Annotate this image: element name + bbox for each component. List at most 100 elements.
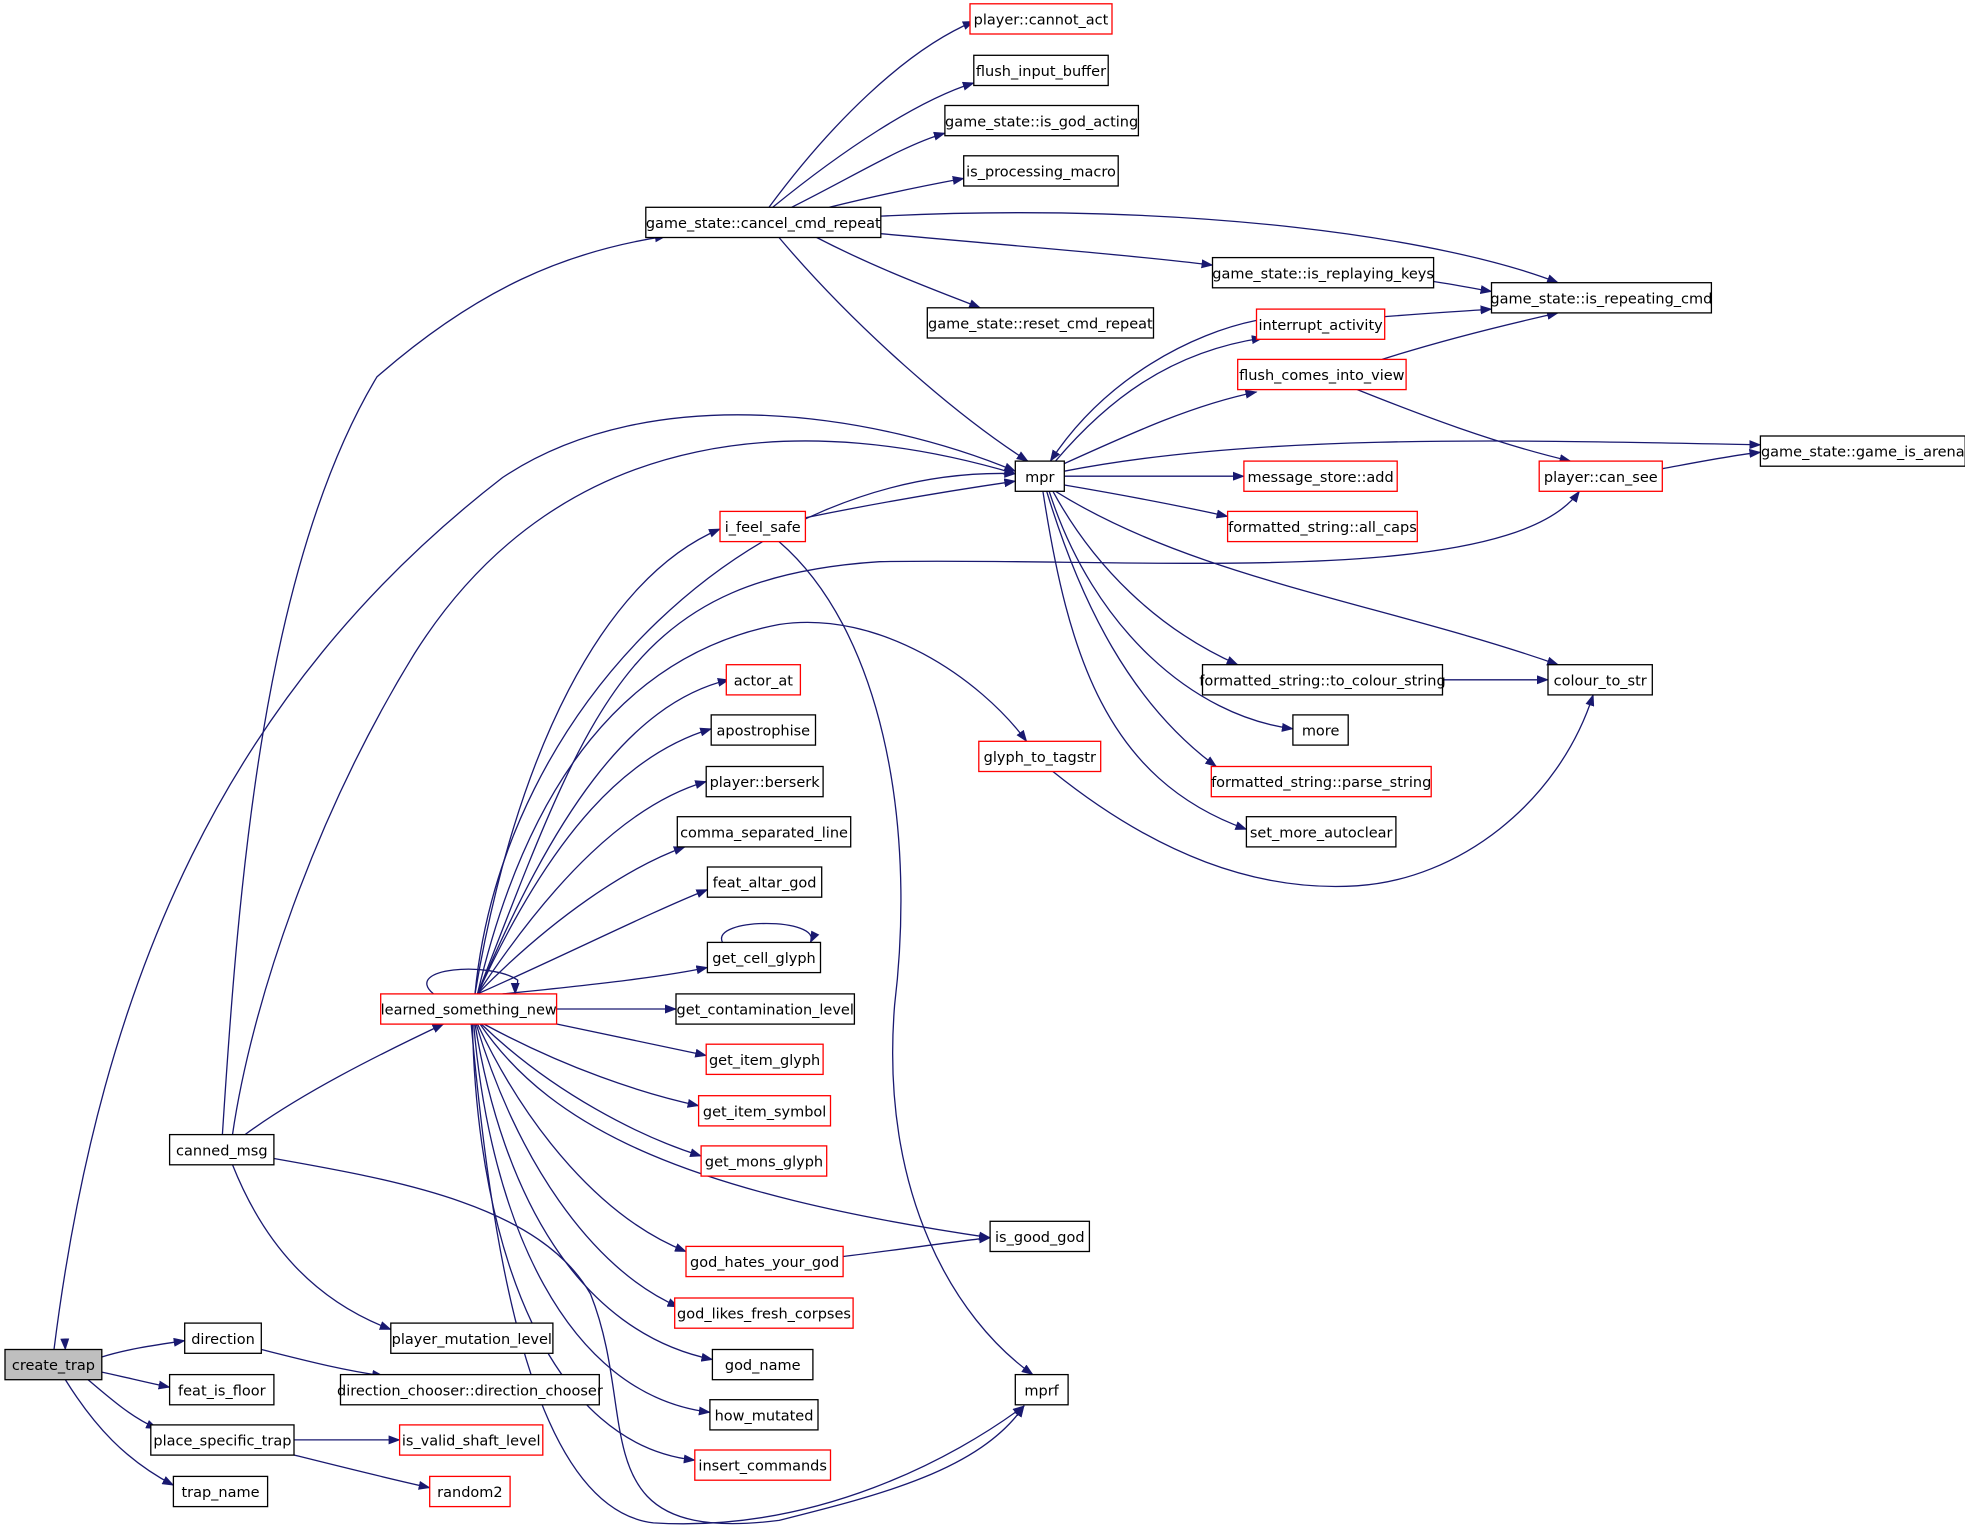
node-apostrophise[interactable]: apostrophise (710, 714, 817, 746)
node-is-processing-macro[interactable]: is_processing_macro (963, 155, 1119, 187)
node-god-hates-your-god[interactable]: god_hates_your_god (685, 1245, 844, 1278)
node-feat-is-floor[interactable]: feat_is_floor (168, 1373, 275, 1406)
edge-mpr-to-interrupt_activity (1055, 335, 1264, 462)
node-game-state-is-replaying-keys[interactable]: game_state::is_replaying_keys (1211, 256, 1435, 289)
node-box (1014, 1373, 1069, 1406)
node-label: get_mons_glyph (705, 1155, 823, 1171)
node-formatted-string-all-caps[interactable]: formatted_string::all_caps (1226, 510, 1418, 543)
node-colour-to-str[interactable]: colour_to_str (1547, 664, 1653, 696)
node-is-good-god[interactable]: is_good_god (989, 1220, 1091, 1253)
node-player-can-see[interactable]: player::can_see (1538, 460, 1663, 492)
node-is-valid-shaft-level[interactable]: is_valid_shaft_level (398, 1424, 544, 1456)
node-god-name[interactable]: god_name (711, 1348, 814, 1381)
edge-learned_something_new-to-god_hates_your_god (476, 1023, 687, 1253)
node-label: is_good_god (995, 1230, 1085, 1246)
node-god-likes-fresh-corpses[interactable]: god_likes_fresh_corpses (674, 1297, 854, 1329)
node-label: colour_to_str (1554, 673, 1647, 689)
edge-learned_something_new-to-actor_at (476, 677, 730, 995)
node-box (963, 155, 1119, 187)
node-box (398, 1424, 544, 1456)
edge-learned_something_new-to-feat_altar_god (477, 888, 709, 995)
node-box (694, 1449, 832, 1481)
node-box (675, 993, 856, 1025)
node-get-cell-glyph[interactable]: get_cell_glyph (706, 941, 822, 974)
node-flush-comes-into-view[interactable]: flush_comes_into_view (1237, 358, 1407, 391)
node-get-mons-glyph[interactable]: get_mons_glyph (700, 1145, 828, 1177)
node-game-state-game-is-arena[interactable]: game_state::game_is_arena (1759, 435, 1965, 467)
node-label: god_hates_your_god (690, 1255, 839, 1271)
node-box (700, 1145, 828, 1177)
node-learned-something-new[interactable]: learned_something_new (380, 993, 558, 1025)
node-box (697, 1095, 832, 1127)
node-game-state-reset-cmd-repeat[interactable]: game_state::reset_cmd_repeat (926, 307, 1155, 339)
node-box (1547, 664, 1653, 696)
node-more[interactable]: more (1292, 714, 1349, 746)
edge-game_state_cancel_cmd_repeat-to-game_state_is_god_acting (791, 131, 946, 208)
node-box (973, 54, 1109, 87)
node-label: get_item_symbol (703, 1104, 826, 1120)
edge-create_trap-to-direction (101, 1337, 186, 1358)
node-random2[interactable]: random2 (429, 1475, 511, 1508)
edge-mpr-to-more (1048, 491, 1294, 732)
node-feat-altar-god[interactable]: feat_altar_god (706, 866, 823, 898)
edge-interrupt_activity-to-game_state_is_repeating_cmd (1384, 305, 1493, 318)
node-get-item-symbol[interactable]: get_item_symbol (697, 1095, 832, 1127)
node-canned-msg[interactable]: canned_msg (168, 1133, 275, 1166)
node-formatted-string-parse-string[interactable]: formatted_string::parse_string (1210, 765, 1432, 798)
node-label: flush_input_buffer (976, 64, 1106, 80)
node-mpr[interactable]: mpr (1014, 460, 1065, 492)
edge-learned_something_new-to-player_berserk (476, 780, 708, 995)
node-actor-at[interactable]: actor_at (725, 664, 802, 696)
node-box (1538, 460, 1663, 492)
node-trap-name[interactable]: trap_name (172, 1475, 269, 1508)
edge-place_specific_trap-to-random2 (293, 1454, 431, 1490)
node-game-state-cancel-cmd-repeat[interactable]: game_state::cancel_cmd_repeat (645, 206, 882, 239)
node-box (1014, 460, 1065, 492)
node-box (1759, 435, 1965, 467)
edge-learned_something_new-to-get_item_glyph (556, 1023, 708, 1058)
edge-learned_something_new-to-get_cell_glyph (502, 965, 709, 995)
node-player-berserk[interactable]: player::berserk (705, 765, 824, 798)
edge-canned_msg-to-game_state_cancel_cmd_repeat (221, 233, 667, 1135)
node-box (706, 941, 822, 974)
node-box (710, 714, 817, 746)
node-player-cannot-act[interactable]: player::cannot_act (969, 3, 1113, 35)
node-box (706, 866, 823, 898)
node-direction-chooser[interactable]: direction_chooser::direction_chooser (337, 1373, 603, 1406)
node-insert-commands[interactable]: insert_commands (694, 1449, 832, 1481)
node-label: flush_comes_into_view (1239, 368, 1405, 384)
node-formatted-string-to-colour-string[interactable]: formatted_string::to_colour_string (1199, 664, 1446, 696)
node-comma-separated-line[interactable]: comma_separated_line (676, 816, 852, 848)
node-get-contamination-level[interactable]: get_contamination_level (675, 993, 856, 1025)
node-game-state-is-repeating-cmd[interactable]: game_state::is_repeating_cmd (1490, 282, 1712, 314)
node-label: player::cannot_act (974, 13, 1109, 29)
node-place-specific-trap[interactable]: place_specific_trap (150, 1424, 295, 1456)
node-label: trap_name (181, 1485, 259, 1501)
node-create-trap[interactable]: create_trap (4, 1348, 103, 1381)
node-label: create_trap (12, 1358, 95, 1374)
node-i-feel-safe[interactable]: i_feel_safe (719, 510, 807, 543)
node-box (711, 1348, 814, 1381)
edge-learned_something_new-to-get_mons_glyph (480, 1023, 703, 1158)
node-get-item-glyph[interactable]: get_item_glyph (705, 1043, 824, 1076)
node-game-state-is-god-acting[interactable]: game_state::is_god_acting (944, 104, 1140, 137)
edge-game_state_cancel_cmd_repeat-to-flush_input_buffer (772, 81, 975, 208)
node-box (1201, 664, 1444, 696)
node-set-more-autoclear[interactable]: set_more_autoclear (1245, 816, 1397, 848)
node-direction[interactable]: direction (184, 1322, 262, 1354)
node-box (989, 1220, 1091, 1253)
node-flush-input-buffer[interactable]: flush_input_buffer (973, 54, 1109, 87)
node-how-mutated[interactable]: how_mutated (709, 1399, 819, 1431)
node-mprf[interactable]: mprf (1014, 1373, 1069, 1406)
edge-game_state_is_replaying_keys-to-game_state_is_repeating_cmd (1433, 280, 1493, 295)
node-label: learned_something_new (381, 1003, 557, 1019)
node-player-mutation-level[interactable]: player_mutation_level (390, 1322, 554, 1354)
node-label: get_cell_glyph (712, 951, 815, 967)
node-box (725, 664, 802, 696)
node-label: direction (191, 1332, 255, 1348)
node-message-store-add[interactable]: message_store::add (1243, 460, 1398, 492)
node-glyph-to-tagstr[interactable]: glyph_to_tagstr (978, 740, 1102, 773)
node-label: game_state::is_repeating_cmd (1490, 291, 1712, 307)
node-interrupt-activity[interactable]: interrupt_activity (1255, 308, 1386, 340)
node-label: game_state::is_god_acting (945, 114, 1138, 130)
